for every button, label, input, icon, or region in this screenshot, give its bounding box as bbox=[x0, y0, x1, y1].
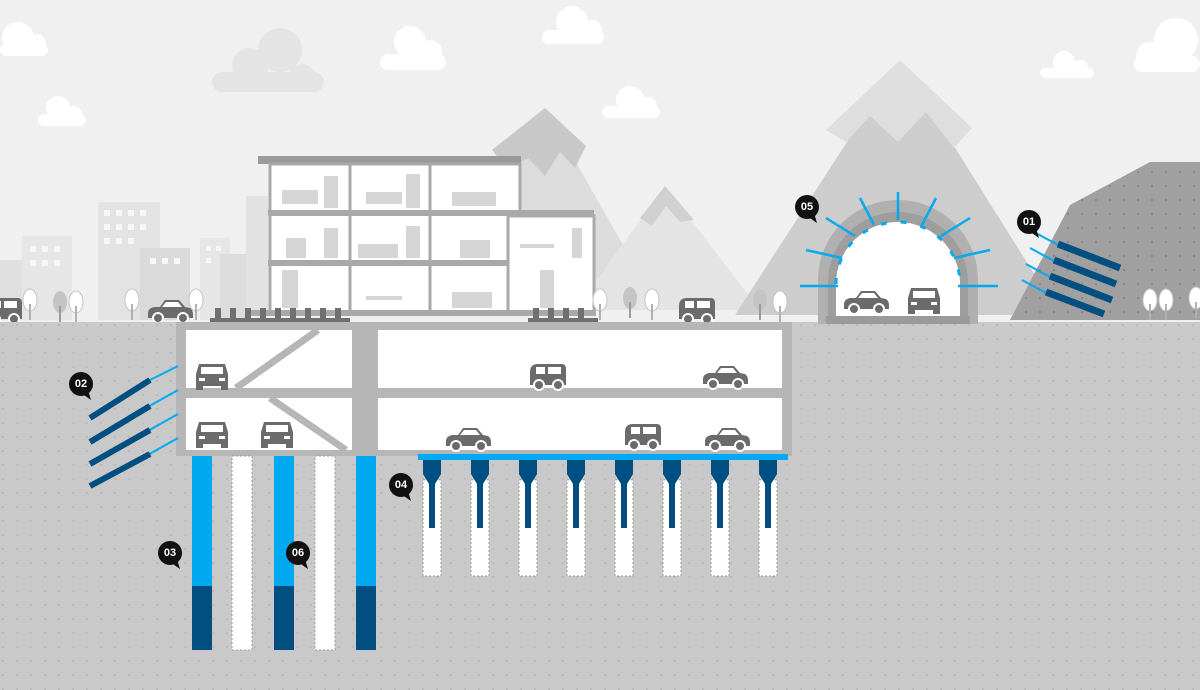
door-icon bbox=[540, 270, 554, 308]
marker-pin-icon bbox=[389, 473, 413, 501]
rock-bolts bbox=[800, 192, 998, 288]
ladder-icon bbox=[282, 270, 298, 308]
marker-02[interactable]: 02 bbox=[68, 371, 94, 401]
slope-anchors bbox=[1021, 231, 1122, 318]
table-icon bbox=[520, 244, 554, 248]
city-windows bbox=[30, 210, 221, 266]
marker-pin-icon bbox=[286, 541, 310, 569]
cloud-icon bbox=[602, 86, 660, 118]
marker-label: 06 bbox=[291, 547, 305, 559]
marker-pin-icon bbox=[69, 372, 93, 400]
marker-03[interactable]: 03 bbox=[157, 540, 183, 570]
chair-icon bbox=[286, 238, 306, 258]
ground-anchors bbox=[88, 365, 179, 489]
street-items bbox=[0, 286, 1200, 325]
tunnel bbox=[800, 192, 998, 324]
door-icon bbox=[406, 174, 420, 208]
cloud-icon bbox=[1134, 18, 1200, 72]
bed-icon bbox=[452, 192, 496, 206]
marker-label: 04 bbox=[394, 479, 408, 491]
bed-icon bbox=[452, 292, 492, 308]
bed-icon bbox=[282, 190, 318, 204]
micropiles bbox=[422, 460, 778, 577]
marker-label: 01 bbox=[1022, 216, 1036, 228]
bed-icon bbox=[366, 192, 402, 204]
sofa-icon bbox=[358, 244, 398, 258]
marker-pin-icon bbox=[158, 541, 182, 569]
door-icon bbox=[324, 176, 338, 208]
table-icon bbox=[366, 296, 402, 300]
marker-01[interactable]: 01 bbox=[1016, 209, 1042, 239]
bed-icon bbox=[460, 240, 490, 258]
marker-pin-icon bbox=[795, 195, 819, 223]
door-icon bbox=[406, 226, 420, 258]
marker-label: 02 bbox=[74, 378, 88, 390]
door-icon bbox=[572, 228, 582, 258]
marker-05[interactable]: 05 bbox=[794, 194, 820, 224]
cloud-icon bbox=[380, 26, 446, 70]
marker-06[interactable]: 06 bbox=[285, 540, 311, 570]
marker-label: 03 bbox=[163, 547, 177, 559]
marker-label: 05 bbox=[800, 201, 814, 213]
cloud-icon bbox=[542, 6, 604, 44]
cloud-icon bbox=[212, 28, 324, 92]
clouds bbox=[0, 6, 1200, 126]
apartment-building bbox=[246, 156, 596, 316]
door-icon bbox=[324, 228, 338, 258]
marker-pin-icon bbox=[1017, 210, 1041, 238]
marker-04[interactable]: 04 bbox=[388, 472, 414, 502]
cloud-icon bbox=[1040, 51, 1094, 78]
underground-parking-structure bbox=[176, 322, 792, 460]
cloud-icon bbox=[0, 22, 48, 56]
cloud-icon bbox=[38, 96, 86, 126]
secant-piles bbox=[192, 455, 376, 651]
